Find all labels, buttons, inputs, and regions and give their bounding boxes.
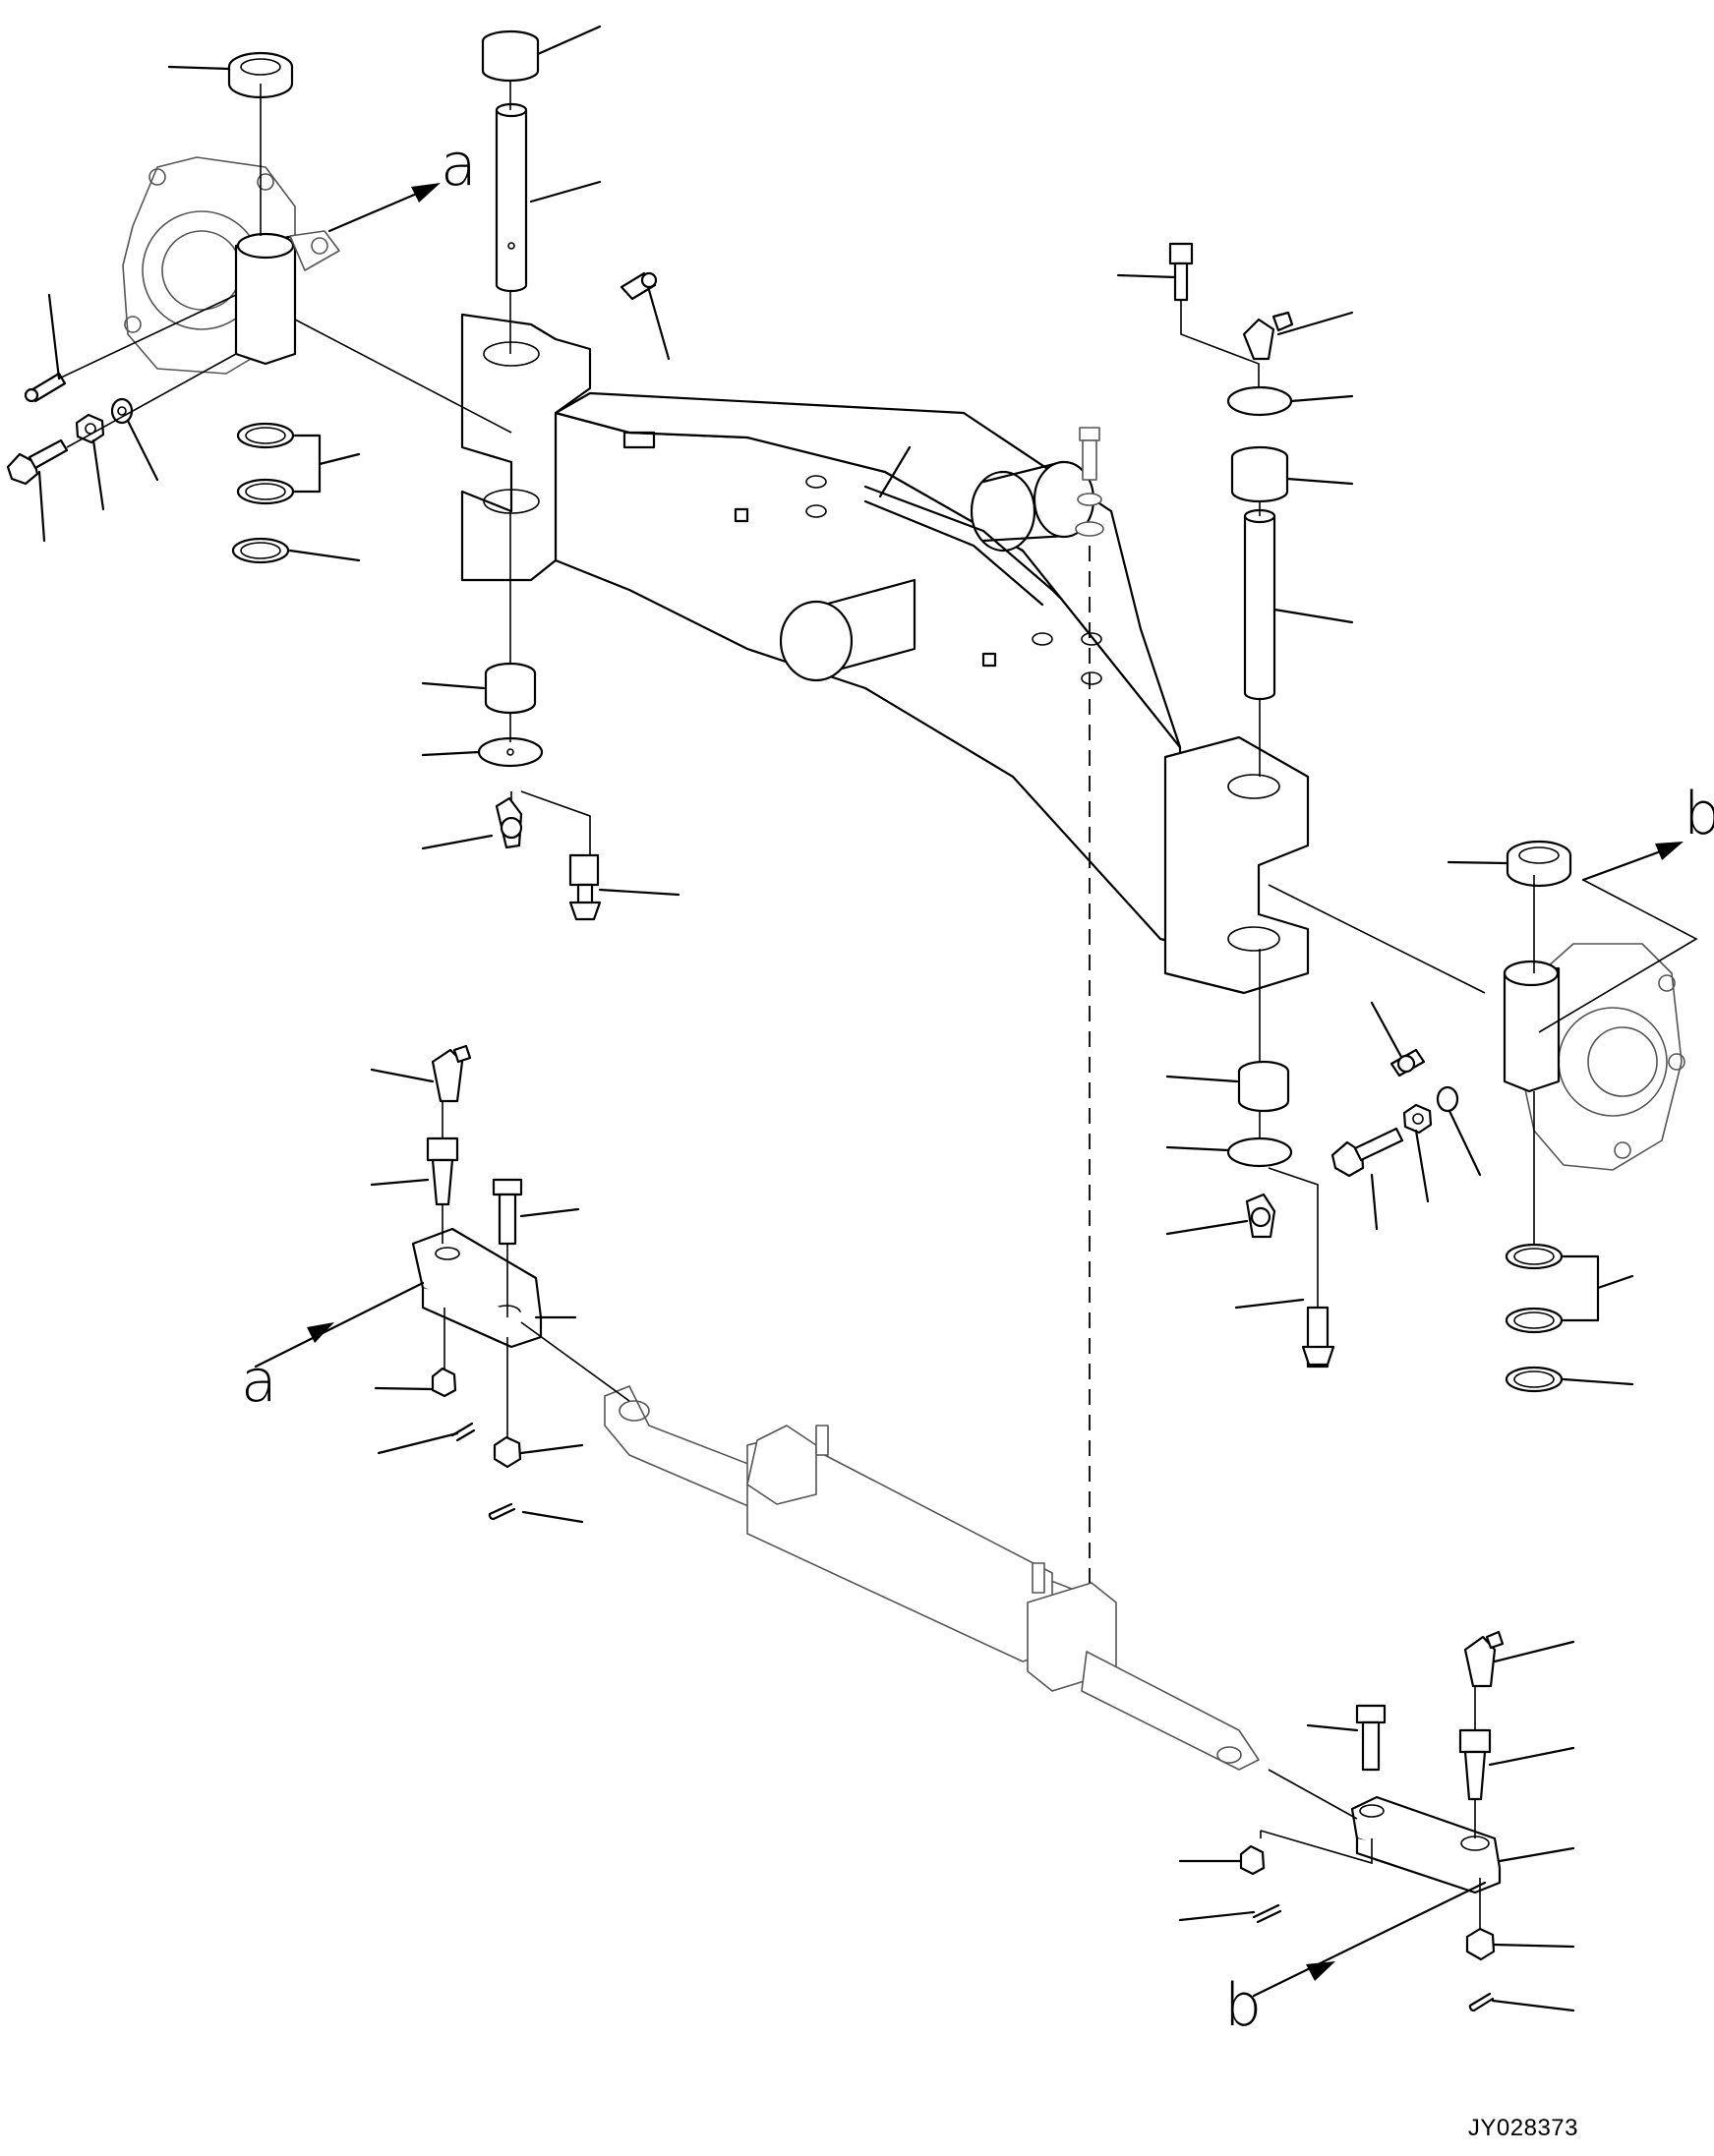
right-pin	[1355, 1704, 1387, 1772]
callout-a-bottom: a	[241, 1347, 277, 1416]
upper-right-shim-plate	[1226, 385, 1293, 417]
callout-b-bottom: b	[1224, 1971, 1262, 2040]
left-cotter-pin	[450, 1422, 476, 1442]
right-castle-nut	[1239, 1844, 1266, 1876]
left-nut	[75, 413, 105, 444]
lower-left-grease-fitting	[495, 796, 523, 849]
left-pin	[492, 1178, 523, 1246]
drawing-code: JY028373	[1467, 2115, 1578, 2141]
callout-arrows	[254, 183, 1698, 1998]
left-seal	[227, 51, 294, 99]
leader-lines	[37, 25, 1634, 2012]
lower-left-bushing	[484, 662, 537, 715]
upper-grease-fitting	[620, 271, 658, 301]
right-lower-nut	[1465, 1927, 1496, 1961]
right-cotter-pin	[1252, 1903, 1282, 1924]
lower-right-shim-plate	[1226, 1136, 1293, 1168]
left-steering-knuckle	[122, 156, 340, 375]
right-washer	[1436, 1085, 1459, 1113]
left-ball-stud	[426, 1136, 459, 1206]
left-lower-nut	[493, 1435, 522, 1469]
right-bolt	[1330, 1127, 1404, 1178]
right-seal	[1506, 840, 1572, 888]
right-upper-elbow-fitting	[1463, 1630, 1505, 1688]
right-king-pin	[1243, 508, 1276, 701]
left-shims	[231, 422, 295, 564]
upper-right-elbow-fitting	[1242, 311, 1294, 361]
assembly-lines	[58, 81, 1535, 1929]
right-shims	[1505, 1243, 1564, 1393]
lower-left-bolt	[568, 853, 602, 921]
upper-right-bushing	[1230, 445, 1289, 503]
left-king-pin	[495, 102, 528, 293]
left-lower-cotter-pin	[488, 1502, 516, 1521]
callout-b-right: b	[1684, 780, 1714, 848]
callout-a-top: a	[441, 131, 477, 200]
left-steering-arm	[411, 1227, 543, 1349]
left-washer	[110, 397, 134, 425]
steering-cylinder	[604, 1385, 1260, 1771]
left-upper-elbow-fitting	[431, 1044, 472, 1103]
left-castle-nut	[431, 1367, 457, 1398]
center-bolt-washers	[1075, 427, 1104, 537]
left-grease-fitting	[24, 372, 67, 403]
lower-right-grease-fitting	[1245, 1193, 1276, 1239]
lower-right-bushing	[1237, 1060, 1290, 1113]
right-steering-arm	[1350, 1795, 1502, 1894]
lower-right-bolt	[1301, 1306, 1335, 1369]
right-lower-cotter-pin	[1468, 1992, 1495, 2012]
lower-left-shim-plate	[477, 736, 544, 768]
axle-beam	[460, 313, 1310, 995]
upper-left-bushing	[481, 29, 540, 83]
right-fitting	[1389, 1048, 1426, 1078]
right-steering-knuckle	[1503, 943, 1685, 1171]
upper-right-bolt	[1168, 242, 1194, 302]
right-ball-stud	[1458, 1728, 1492, 1801]
left-bolt	[6, 438, 69, 486]
right-nut	[1402, 1103, 1433, 1135]
